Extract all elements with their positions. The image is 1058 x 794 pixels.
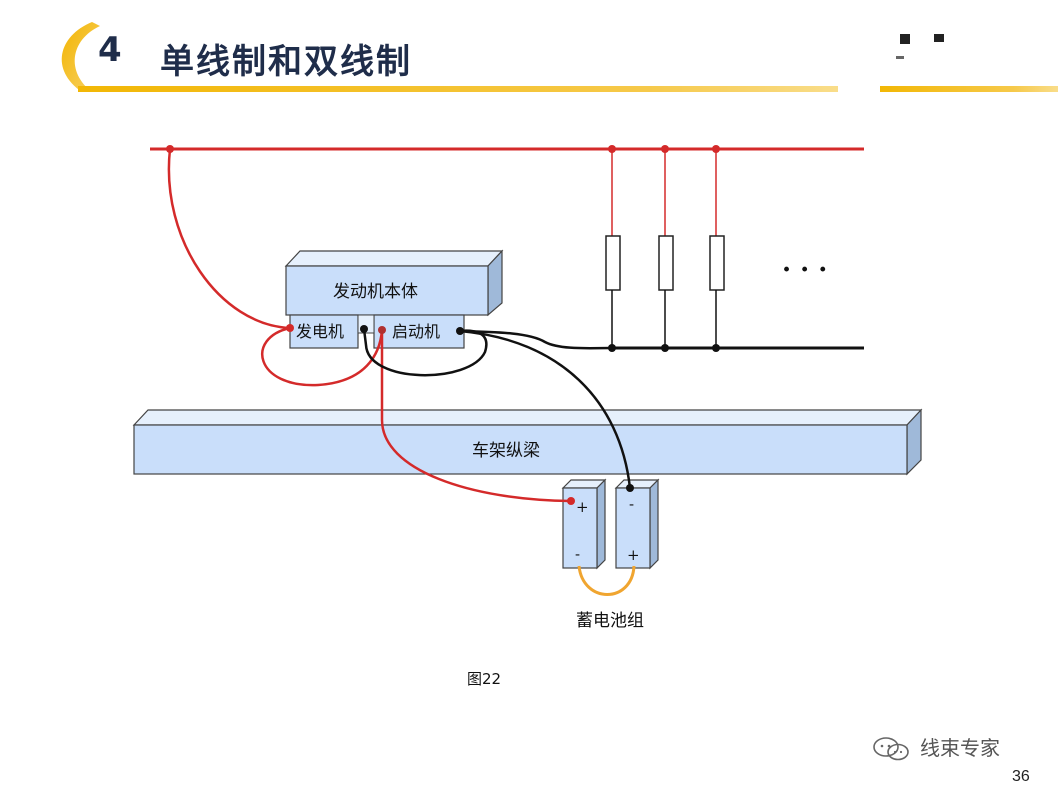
- battery-left: [561, 478, 607, 570]
- battery-right-bottom-sign: +: [627, 546, 640, 564]
- starter-to-battery-positive-wire: [380, 330, 572, 503]
- starter-label: 启动机: [392, 322, 440, 341]
- load-resistors: [605, 145, 725, 352]
- wechat-icon: [873, 737, 909, 761]
- frame-rail-label: 车架纵梁: [472, 441, 540, 461]
- generator-loop-wire: [261, 326, 384, 387]
- title-underline-right: [880, 86, 1058, 92]
- watermark-text: 线束专家: [920, 736, 1000, 760]
- load-resistor: [658, 235, 674, 291]
- logo-mark: [896, 56, 904, 59]
- battery-left-top-sign: +: [576, 498, 589, 516]
- page-number: 36: [1012, 768, 1030, 785]
- logo-mark: [934, 34, 944, 42]
- logo-mark: [900, 34, 910, 44]
- generator-label: 发电机: [296, 322, 344, 341]
- section-number: 4: [98, 30, 122, 70]
- generator-box: [289, 314, 359, 349]
- wiring-diagram: · · · 发动机本体 发电机 启动机 车架纵梁: [132, 145, 923, 688]
- battery-left-bottom-sign: -: [575, 545, 580, 563]
- battery-group-label: 蓄电池组: [576, 611, 644, 631]
- starter-box: [373, 314, 465, 349]
- engine-block-label: 发动机本体: [333, 282, 418, 302]
- engine-block: [284, 249, 504, 317]
- load-resistor: [709, 235, 725, 291]
- more-loads-ellipsis: · · ·: [782, 255, 827, 285]
- load-resistor: [605, 235, 621, 291]
- title-banner: [61, 22, 1058, 92]
- title-underline: [78, 86, 838, 92]
- figure-caption: 图22: [467, 670, 501, 688]
- bus-to-generator-wire: [167, 148, 291, 330]
- frame-rail: [132, 408, 923, 476]
- starter-to-battery-negative-wire: [459, 329, 632, 489]
- title-swoosh: [61, 22, 100, 92]
- page-title: 单线制和双线制: [160, 42, 412, 82]
- battery-right-top-sign: -: [629, 495, 634, 513]
- starter-to-negative-bus-wire: [459, 329, 613, 350]
- battery-link-wire: [577, 565, 636, 596]
